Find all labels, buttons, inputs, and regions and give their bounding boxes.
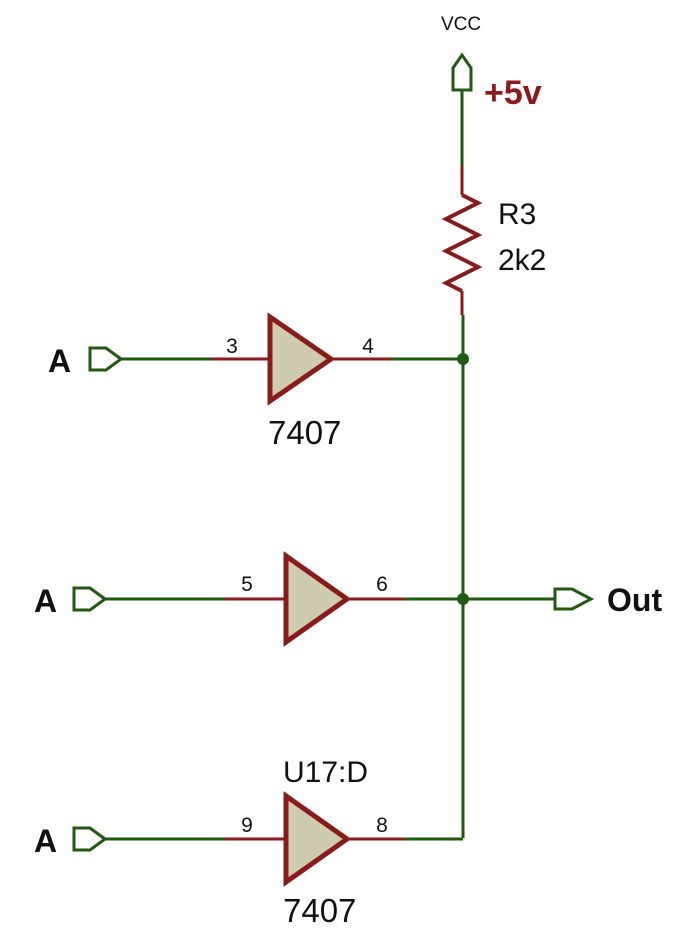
output-terminal-icon — [553, 587, 595, 611]
buffer-triangle-icon — [283, 551, 352, 647]
resistor-ref: R3 — [498, 198, 536, 231]
resistor-value: 2k2 — [498, 244, 546, 277]
gate-2-output-pin: 6 — [376, 573, 388, 596]
gate-3-part: 7407 — [283, 892, 356, 929]
input-terminal-icon — [72, 586, 108, 612]
resistor-r3: R3 2k2 — [441, 165, 546, 315]
input-label-1: A — [48, 343, 71, 379]
input-label-3: A — [34, 823, 57, 859]
vcc-net-label: VCC — [441, 14, 481, 35]
gate-1-input-pin: 3 — [226, 335, 238, 358]
buffer-triangle-icon — [267, 312, 336, 406]
supply-voltage-label: +5v — [484, 74, 542, 112]
buffer-gate-3: A 9 8 U17:D 7407 — [34, 756, 463, 929]
input-terminal-icon — [72, 826, 108, 852]
input-terminal-icon — [88, 346, 124, 372]
gate-3-output-pin: 8 — [376, 814, 388, 837]
buffer-gate-2: A 5 6 — [34, 551, 469, 647]
input-label-2: A — [34, 583, 57, 619]
resistor-zigzag-icon — [441, 193, 483, 293]
output-terminal: Out — [463, 582, 662, 618]
gate-3-ref: U17:D — [283, 756, 368, 789]
buffer-gate-1: A 3 4 7407 — [48, 312, 469, 451]
gate-3-input-pin: 9 — [241, 814, 253, 837]
gate-1-output-pin: 4 — [362, 335, 374, 358]
gate-1-part: 7407 — [268, 414, 341, 451]
buffer-triangle-icon — [283, 791, 352, 887]
output-label: Out — [607, 582, 662, 618]
junction-dot — [457, 353, 469, 365]
vcc-arrow-icon — [451, 52, 473, 92]
gate-2-input-pin: 5 — [241, 573, 253, 596]
vcc-supply: VCC +5v — [441, 14, 542, 112]
